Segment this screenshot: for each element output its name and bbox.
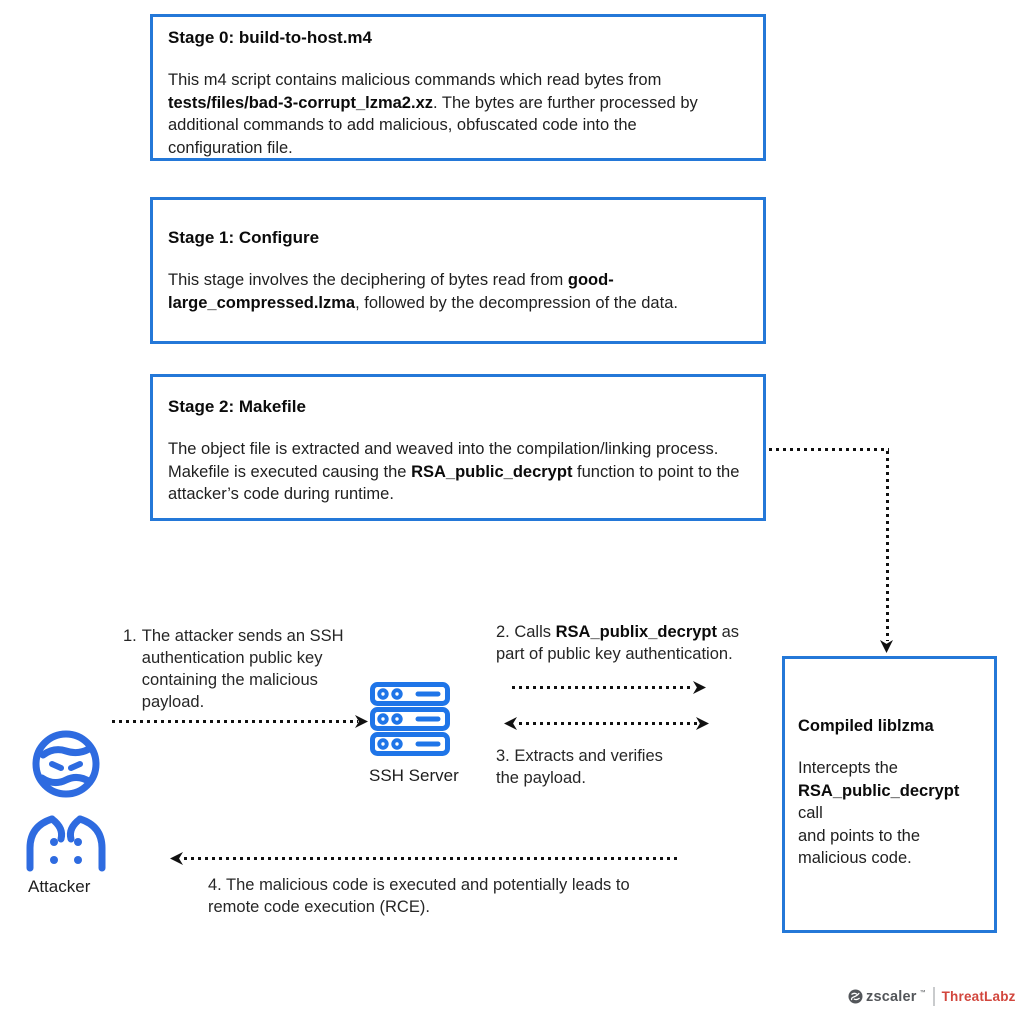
step-1-marker: 1. <box>123 627 137 645</box>
arrow-call-decrypt <box>512 686 694 689</box>
stage-1-title: Stage 1: Configure <box>168 228 320 247</box>
arrowhead-right-icon <box>693 681 706 694</box>
arrow-attacker-to-server <box>112 720 358 723</box>
stage-0-body: This m4 script contains malicious comman… <box>168 71 698 157</box>
attacker-icon <box>26 730 106 872</box>
stage-2-body: The object file is extracted and weaved … <box>168 440 740 503</box>
logo-divider <box>932 987 935 1006</box>
stage-1-body: This stage involves the deciphering of b… <box>168 271 678 312</box>
arrow-stage2-to-liblzma-horizontal <box>769 448 889 451</box>
arrow-stage2-to-liblzma-vertical <box>886 451 889 641</box>
arrowhead-left-icon <box>170 852 183 865</box>
threatlabz-wordmark: ThreatLabz <box>941 989 1016 1004</box>
stage-1-box: Stage 1: Configure This stage involves t… <box>150 197 766 344</box>
zscaler-wordmark: zscaler <box>866 988 917 1005</box>
ssh-server-icon <box>370 682 450 756</box>
trademark-symbol: ™ <box>919 989 926 996</box>
liblzma-title: Compiled liblzma <box>798 717 934 735</box>
arrowhead-left-icon <box>504 717 517 730</box>
arrow-extract-verify <box>519 722 697 725</box>
stage-0-box: Stage 0: build-to-host.m4 This m4 script… <box>150 14 766 161</box>
zscaler-logo: zscaler ™ <box>848 989 926 1005</box>
ssh-server-label: SSH Server <box>369 766 459 785</box>
stage-2-box: Stage 2: Makefile The object file is ext… <box>150 374 766 521</box>
flow-step-4: 4. The malicious code is executed and po… <box>208 876 630 916</box>
zscaler-icon <box>848 989 863 1004</box>
stage-2-title: Stage 2: Makefile <box>168 397 306 416</box>
attacker-label: Attacker <box>28 877 91 896</box>
stage-0-title: Stage 0: build-to-host.m4 <box>168 28 372 47</box>
arrowhead-right-icon <box>696 717 709 730</box>
arrowhead-down-icon <box>880 640 893 653</box>
footer-brand: zscaler ™ ThreatLabz <box>848 987 1016 1006</box>
arrow-malicious-code-exec <box>184 857 680 860</box>
